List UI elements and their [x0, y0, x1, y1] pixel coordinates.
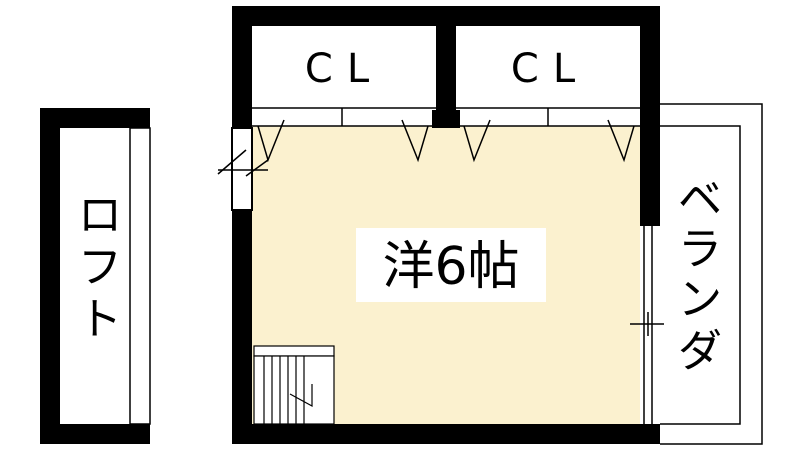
balcony-label-1: ベ	[678, 174, 722, 225]
balcony	[660, 103, 763, 445]
loft	[40, 108, 151, 444]
closet-label-left: CL	[305, 46, 383, 92]
ladder	[253, 345, 335, 425]
balcony-label-2: ラ	[678, 224, 722, 275]
loft-label-1: ロ	[78, 190, 122, 241]
balcony-label-4: ダ	[678, 326, 722, 377]
entrance-door	[217, 127, 269, 211]
balcony-label-3: ン	[678, 274, 722, 325]
closet-label-right: CL	[511, 46, 589, 92]
loft-label-2: フ	[78, 242, 122, 293]
balcony-window	[630, 226, 664, 424]
room-label-bg	[356, 228, 546, 302]
loft-label-3: ト	[78, 294, 122, 345]
main-walls	[232, 6, 660, 444]
closet-fittings	[252, 107, 640, 127]
room-label: 洋6帖	[382, 237, 519, 297]
